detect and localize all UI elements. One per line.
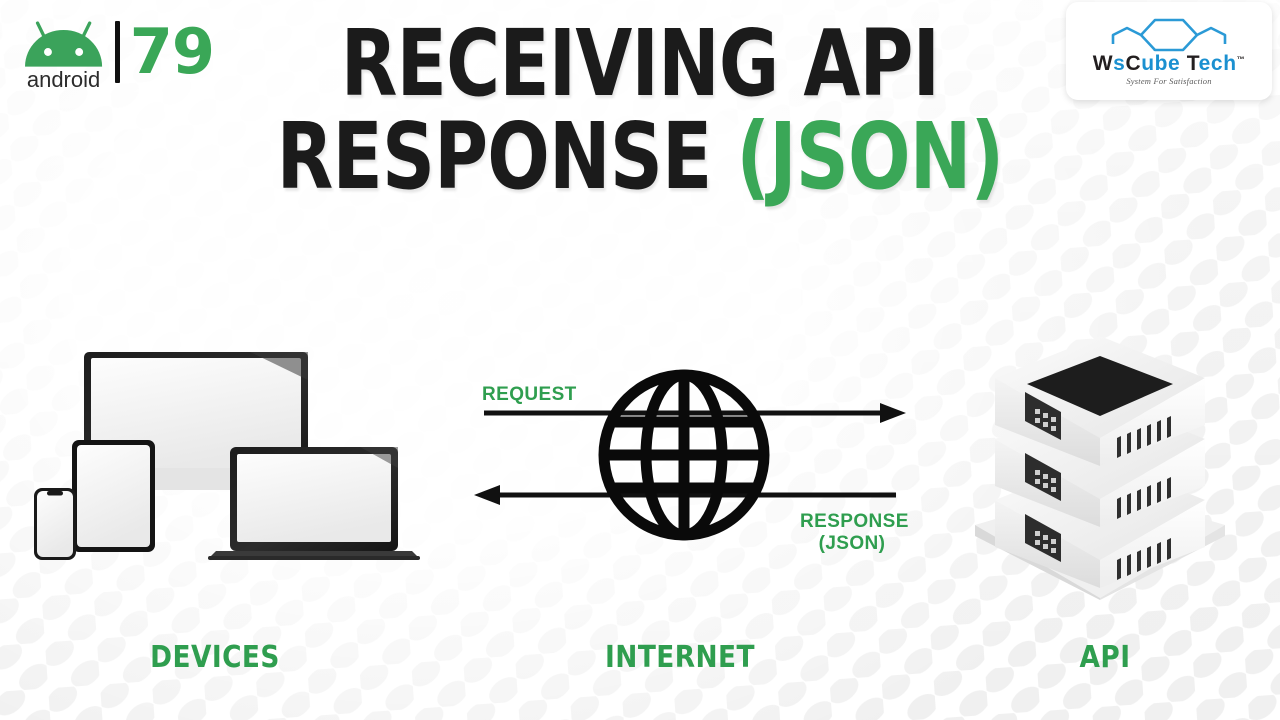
- course-number: 79: [129, 15, 215, 88]
- arrow-left-icon: [474, 485, 896, 505]
- brand-c: C: [1125, 52, 1142, 75]
- title-line-2-main: RESPONSE: [276, 102, 737, 210]
- server-illustration: [975, 336, 1225, 600]
- globe-illustration: [598, 369, 770, 541]
- response-label-line2: (JSON): [818, 532, 886, 554]
- server-unit-top: [995, 336, 1205, 466]
- devices-label: DEVICES: [150, 640, 280, 675]
- request-label: REQUEST: [482, 384, 577, 405]
- title-line-2-accent: (JSON): [736, 102, 1004, 210]
- internet-label: INTERNET: [605, 640, 755, 675]
- response-label: RESPONSE (JSON): [800, 511, 909, 555]
- globe-icon: [596, 364, 772, 546]
- title-line-1: RECEIVING API: [340, 10, 940, 117]
- brand-ech: ech: [1198, 52, 1237, 75]
- page-title: RECEIVING API RESPONSE (JSON): [0, 10, 1280, 202]
- wscube-tech-logo: WsCube Tech™ System For Satisfaction: [1066, 2, 1272, 100]
- brand-w: W: [1092, 52, 1114, 75]
- trademark-symbol: ™: [1236, 55, 1246, 64]
- devices-illustration: [34, 352, 420, 560]
- server-stack-icon: [965, 300, 1235, 600]
- android-wordmark: android: [27, 67, 100, 92]
- response-label-line1: RESPONSE: [800, 511, 909, 532]
- android-course-logo: android 79: [14, 8, 215, 96]
- tablet-icon: [72, 440, 155, 552]
- server-top-panel: [1027, 356, 1173, 416]
- brand-t: T: [1186, 52, 1199, 75]
- smartphone-icon: [34, 488, 76, 560]
- hexagon-cluster-icon: [1111, 18, 1227, 52]
- devices-group-icon: [20, 340, 430, 600]
- android-robot-icon: android: [25, 21, 103, 92]
- laptop-icon: [208, 447, 420, 560]
- brand-ube: ube: [1141, 52, 1181, 75]
- brand-tagline: System For Satisfaction: [1126, 76, 1212, 86]
- brand-wordmark: WsCube Tech™: [1093, 53, 1246, 74]
- title-line-2: RESPONSE (JSON): [128, 110, 1152, 202]
- api-label: API: [1079, 640, 1131, 675]
- logo-divider: [115, 21, 120, 83]
- brand-s: s: [1113, 52, 1126, 75]
